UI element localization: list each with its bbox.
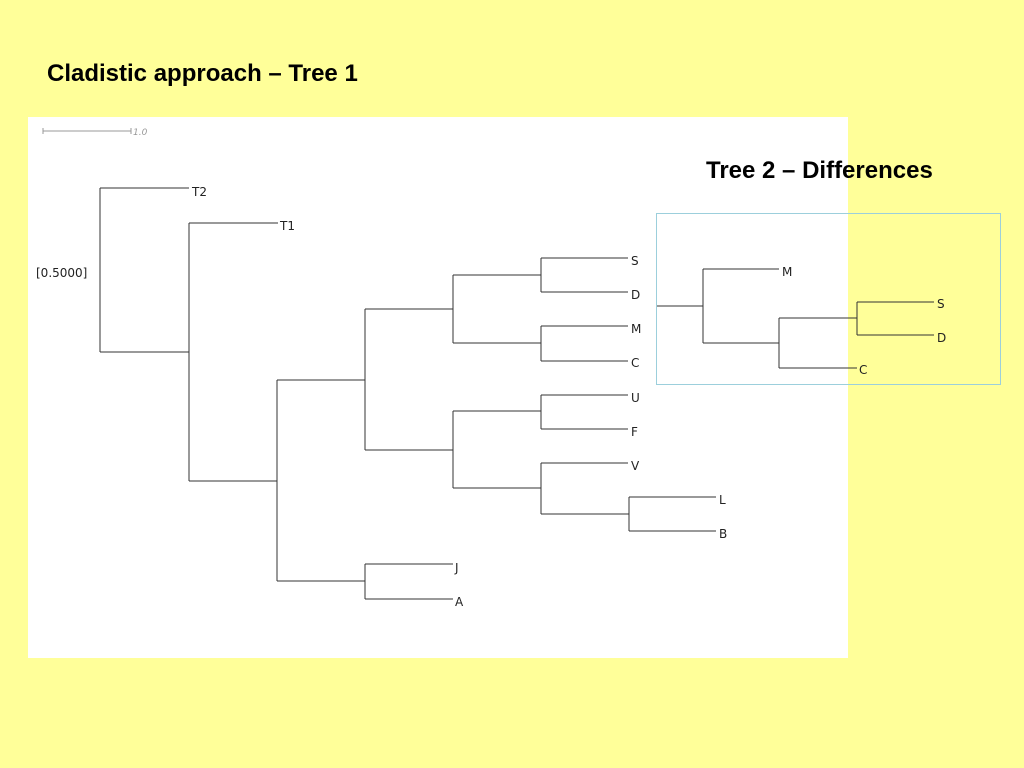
tree2-title: Tree 2 – Differences xyxy=(706,157,933,184)
leaf-label: J xyxy=(454,561,459,575)
leaf-label: C xyxy=(859,363,867,377)
leaf-label: B xyxy=(719,527,727,541)
leaf-label: D xyxy=(631,288,640,302)
node-support-value: [0.5000] xyxy=(36,266,87,280)
leaf-label: D xyxy=(937,331,946,345)
leaf-label: A xyxy=(455,595,464,609)
scale-bar: 1.0 xyxy=(42,128,148,138)
leaf-label: L xyxy=(719,493,726,507)
leaf-label: U xyxy=(631,391,640,405)
tree1-panel: 1.0 [0.5000] xyxy=(28,117,848,658)
tree1-diagram: 1.0 [0.5000] xyxy=(36,128,727,609)
leaf-label: T1 xyxy=(279,219,295,233)
leaf-label: T2 xyxy=(191,185,207,199)
leaf-label: S xyxy=(937,297,945,311)
leaf-label: S xyxy=(631,254,639,268)
leaf-label: C xyxy=(631,356,639,370)
leaf-label: M xyxy=(631,322,641,336)
leaf-label: V xyxy=(631,459,640,473)
scale-bar-label: 1.0 xyxy=(133,128,148,138)
slide-title: Cladistic approach – Tree 1 xyxy=(47,60,358,87)
leaf-label: F xyxy=(631,425,638,439)
